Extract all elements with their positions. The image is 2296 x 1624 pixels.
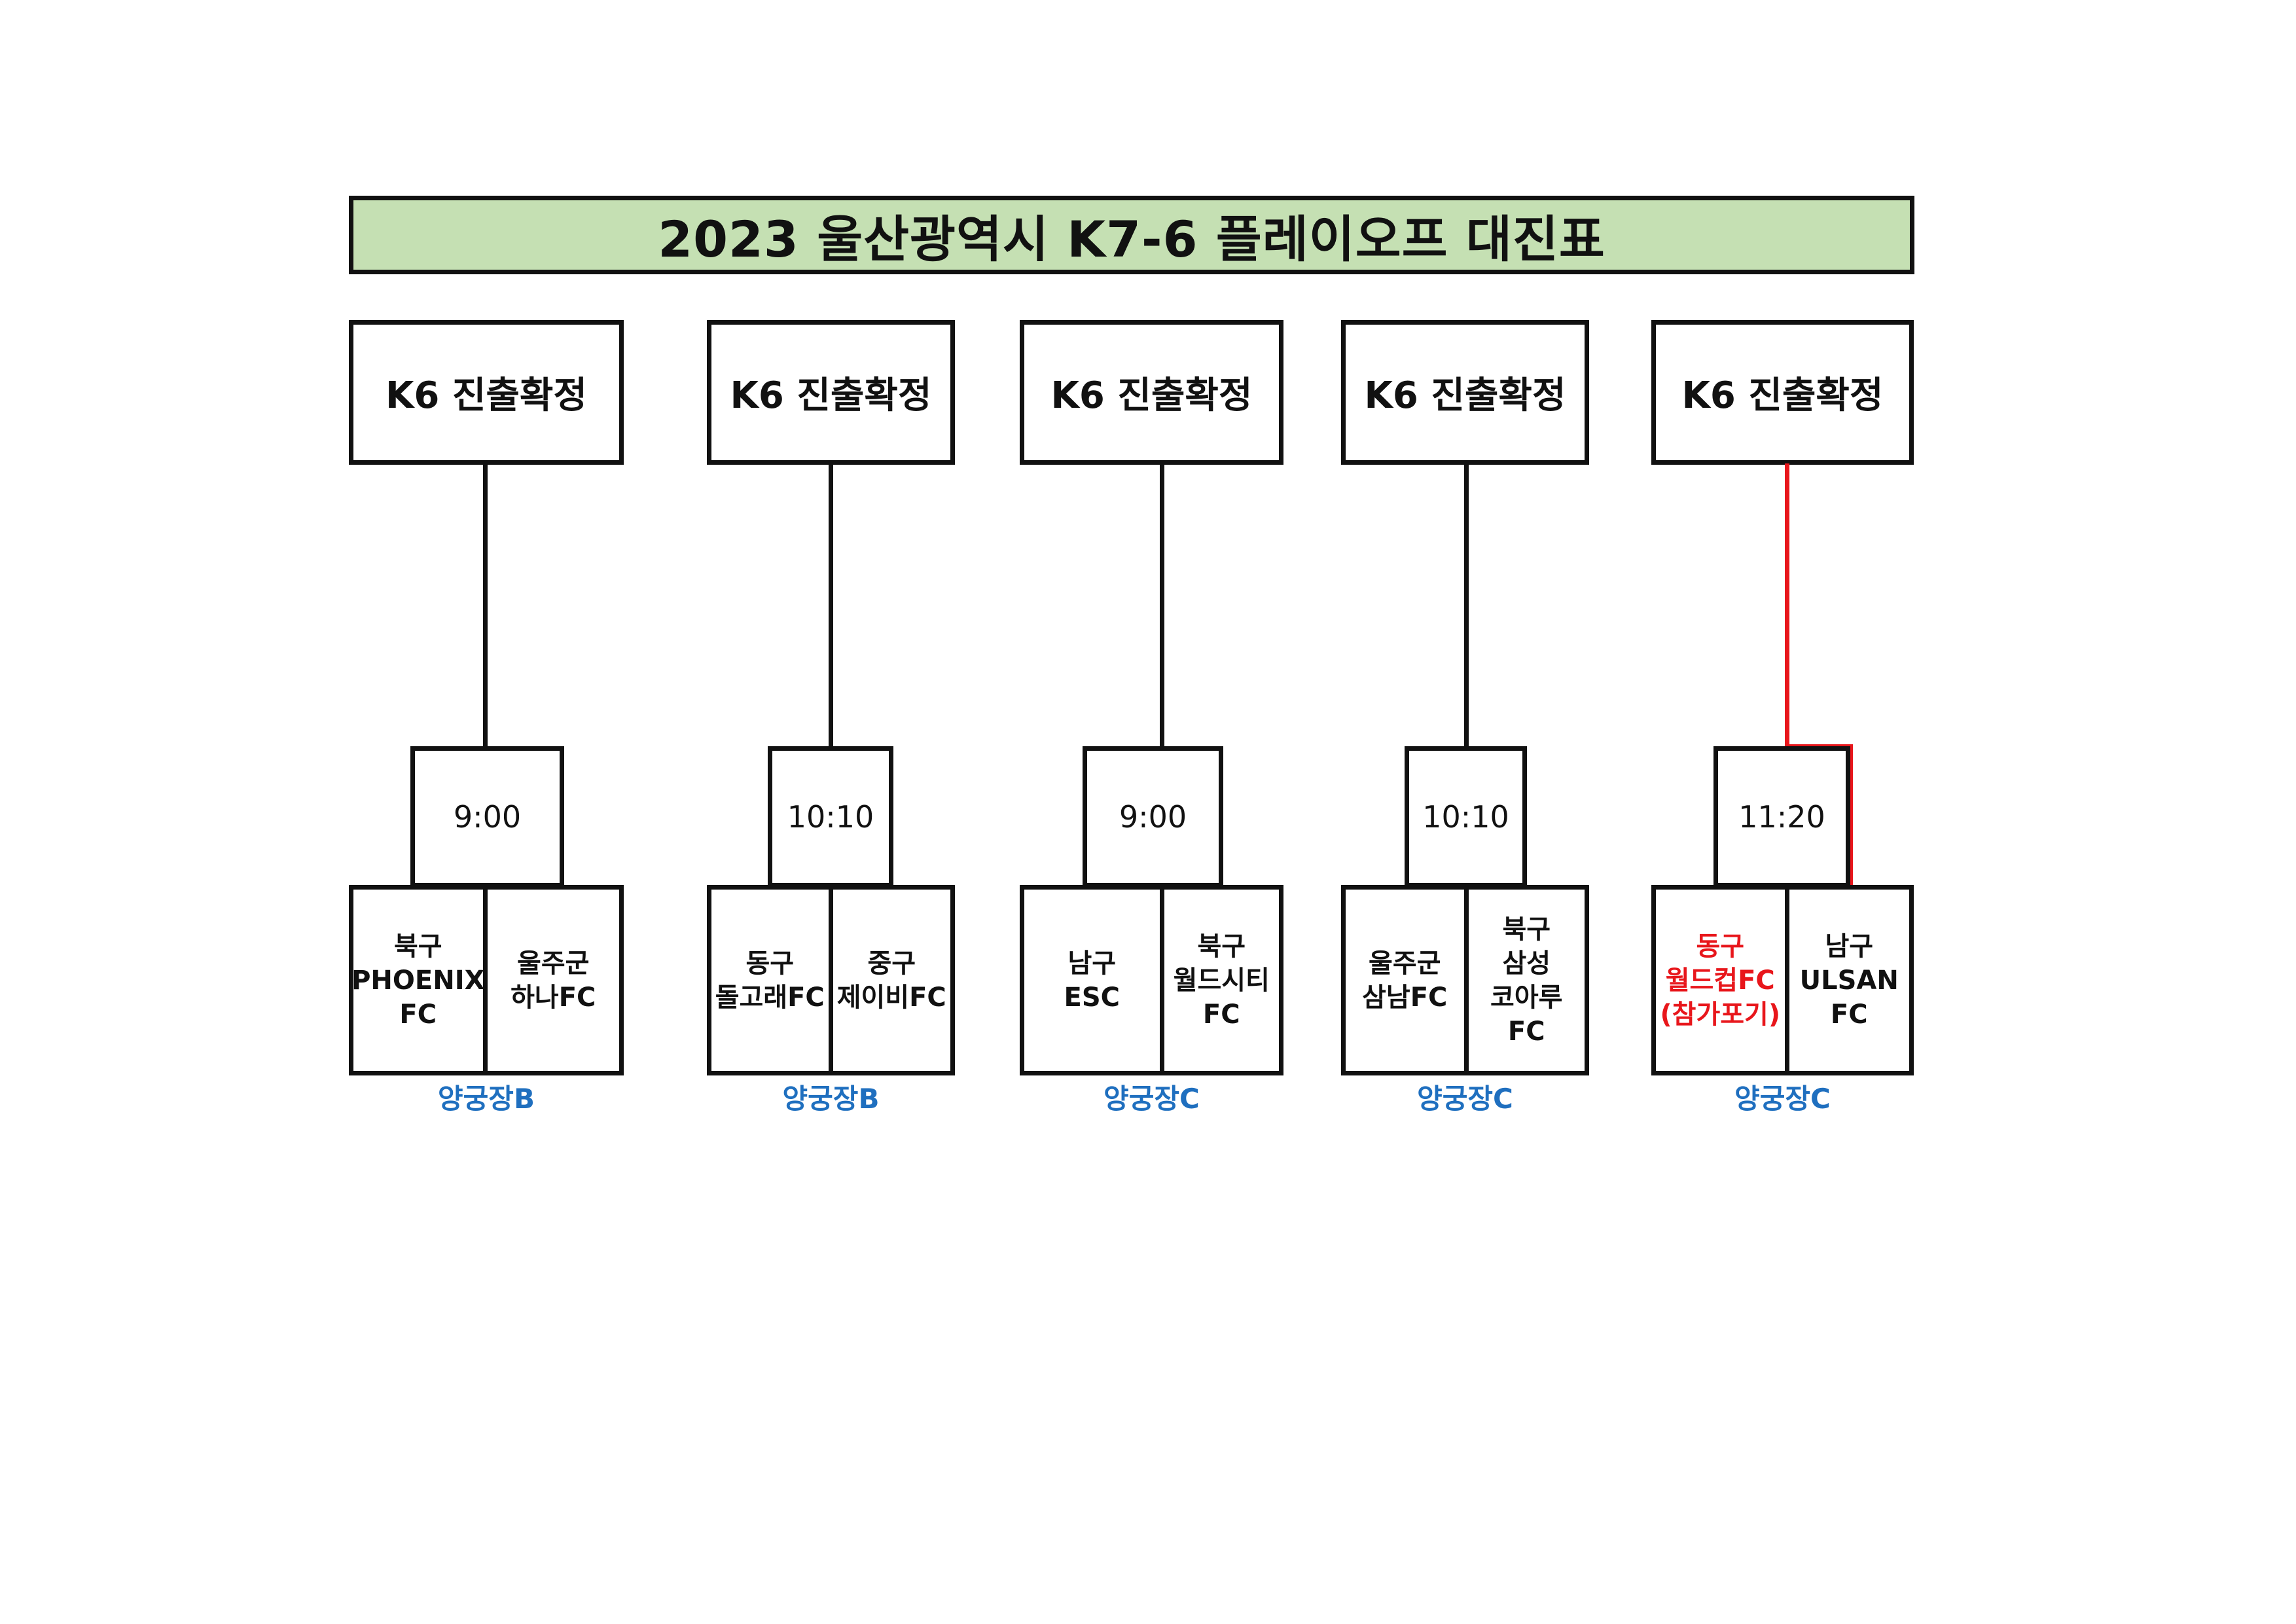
team-name-line: ESC bbox=[1064, 982, 1121, 1013]
team-name-line: 하나FC bbox=[511, 982, 596, 1013]
match-time-box: 10:10 bbox=[1405, 746, 1527, 888]
result-box: K6 진출확정 bbox=[349, 320, 624, 465]
team-name-line: (참가포기) bbox=[1660, 999, 1781, 1030]
result-box: K6 진출확정 bbox=[1020, 320, 1283, 465]
team-name-line: 동구 bbox=[1696, 931, 1745, 962]
match-time-box: 9:00 bbox=[1083, 746, 1223, 888]
result-box: K6 진출확정 bbox=[1341, 320, 1589, 465]
venue-label: 양궁장B bbox=[782, 1083, 880, 1115]
team-name-line: 남구 bbox=[1067, 948, 1117, 979]
team-name-line: 삼남FC bbox=[1362, 982, 1448, 1013]
team-name-line: 북구 bbox=[393, 931, 442, 962]
team-name-line: FC bbox=[399, 999, 437, 1030]
team-name-line: 중구 bbox=[867, 948, 916, 979]
team-name-line: PHOENIX bbox=[351, 965, 485, 996]
team-name-line: FC bbox=[1507, 1016, 1545, 1047]
connector-line bbox=[1159, 463, 1164, 748]
team-name-line: 동구 bbox=[745, 948, 795, 979]
page-title: 2023 울산광역시 K7-6 플레이오프 대진표 bbox=[349, 196, 1914, 274]
team-name-line: 울주군 bbox=[517, 948, 590, 979]
venue-label: 양궁장C bbox=[1417, 1083, 1513, 1115]
winner-path-line bbox=[1784, 463, 1789, 748]
team-name-line: 월드컵FC bbox=[1665, 965, 1775, 996]
connector-line bbox=[828, 463, 833, 748]
team-name-line: FC bbox=[1830, 999, 1868, 1030]
match-time-box: 9:00 bbox=[410, 746, 564, 888]
connector-line bbox=[482, 463, 488, 748]
team-name-line: 남구 bbox=[1825, 931, 1874, 962]
venue-label: 양궁장C bbox=[1734, 1083, 1831, 1115]
team-name-line: ULSAN bbox=[1799, 965, 1899, 996]
venue-label: 양궁장C bbox=[1103, 1083, 1200, 1115]
match-time-box: 10:10 bbox=[768, 746, 893, 888]
match-time-box: 11:20 bbox=[1713, 746, 1850, 888]
result-box: K6 진출확정 bbox=[707, 320, 955, 465]
winner-path-line bbox=[1848, 744, 1853, 888]
team-name-line: 코아루 bbox=[1490, 982, 1563, 1013]
team-name-line: 돌고래FC bbox=[715, 982, 825, 1013]
venue-label: 양궁장B bbox=[438, 1083, 535, 1115]
team-name-line: 제이비FC bbox=[836, 982, 946, 1013]
team-name-line: 월드시티 bbox=[1173, 965, 1270, 996]
team-name-line: 울주군 bbox=[1369, 948, 1441, 979]
team-name-line: 북구 bbox=[1197, 931, 1246, 962]
result-box: K6 진출확정 bbox=[1651, 320, 1914, 465]
team-name-line: 북구 bbox=[1502, 914, 1551, 945]
team-name-line: 삼성 bbox=[1502, 948, 1551, 979]
team-name-line: FC bbox=[1202, 999, 1240, 1030]
connector-line bbox=[1463, 463, 1469, 748]
